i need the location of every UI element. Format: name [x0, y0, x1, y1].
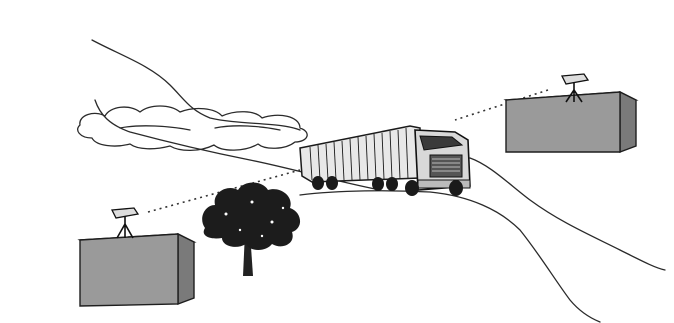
tree-canopy: [202, 183, 300, 251]
road-lower-edge: [300, 191, 600, 322]
truck: [300, 126, 470, 196]
truck-grille: [430, 155, 462, 177]
box-right: [506, 92, 636, 152]
wheel-icon: [312, 176, 324, 190]
cloud: [78, 106, 308, 150]
wheel-icon: [449, 180, 463, 196]
wheel-icon: [372, 177, 384, 191]
box-left: [80, 234, 194, 306]
sensor-left: [112, 208, 138, 238]
wheel-icon: [326, 176, 338, 190]
tripod-icon: [117, 224, 133, 238]
camera-icon: [562, 74, 588, 84]
tree: [202, 183, 300, 277]
wheel-icon: [405, 180, 419, 196]
wheel-icon: [386, 177, 398, 191]
